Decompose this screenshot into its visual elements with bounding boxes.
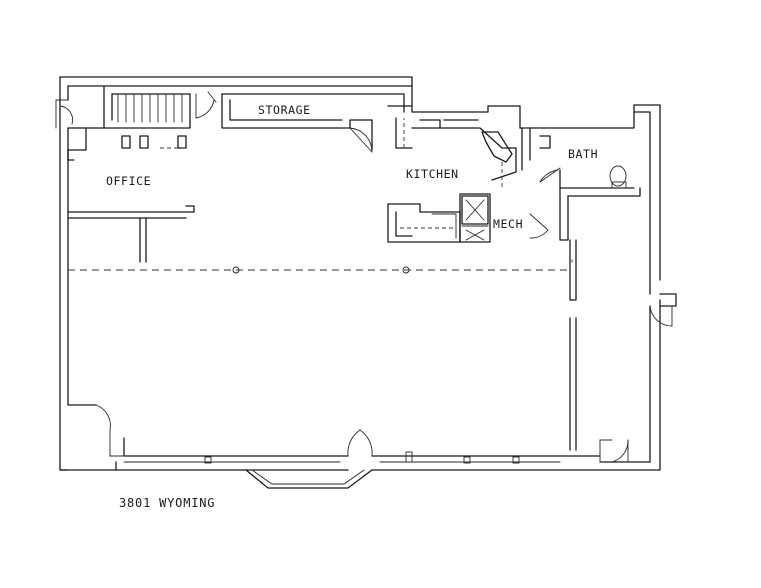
- stair-storage-block: [103, 85, 405, 153]
- bath-label: BATH: [568, 147, 598, 161]
- exterior-walls: [59, 76, 661, 489]
- entry-doors: [67, 404, 373, 457]
- kitchen-room: [387, 85, 531, 243]
- office-room: [55, 99, 195, 263]
- office-label: OFFICE: [106, 174, 151, 188]
- storage-label: STORAGE: [258, 103, 311, 117]
- mech-label: MECH: [493, 217, 523, 231]
- plan-caption: 3801 WYOMING: [119, 496, 215, 510]
- kitchen-label: KITCHEN: [406, 167, 459, 181]
- beam-line: [68, 266, 572, 274]
- mech-room: [459, 193, 549, 243]
- right-wing: [559, 187, 677, 463]
